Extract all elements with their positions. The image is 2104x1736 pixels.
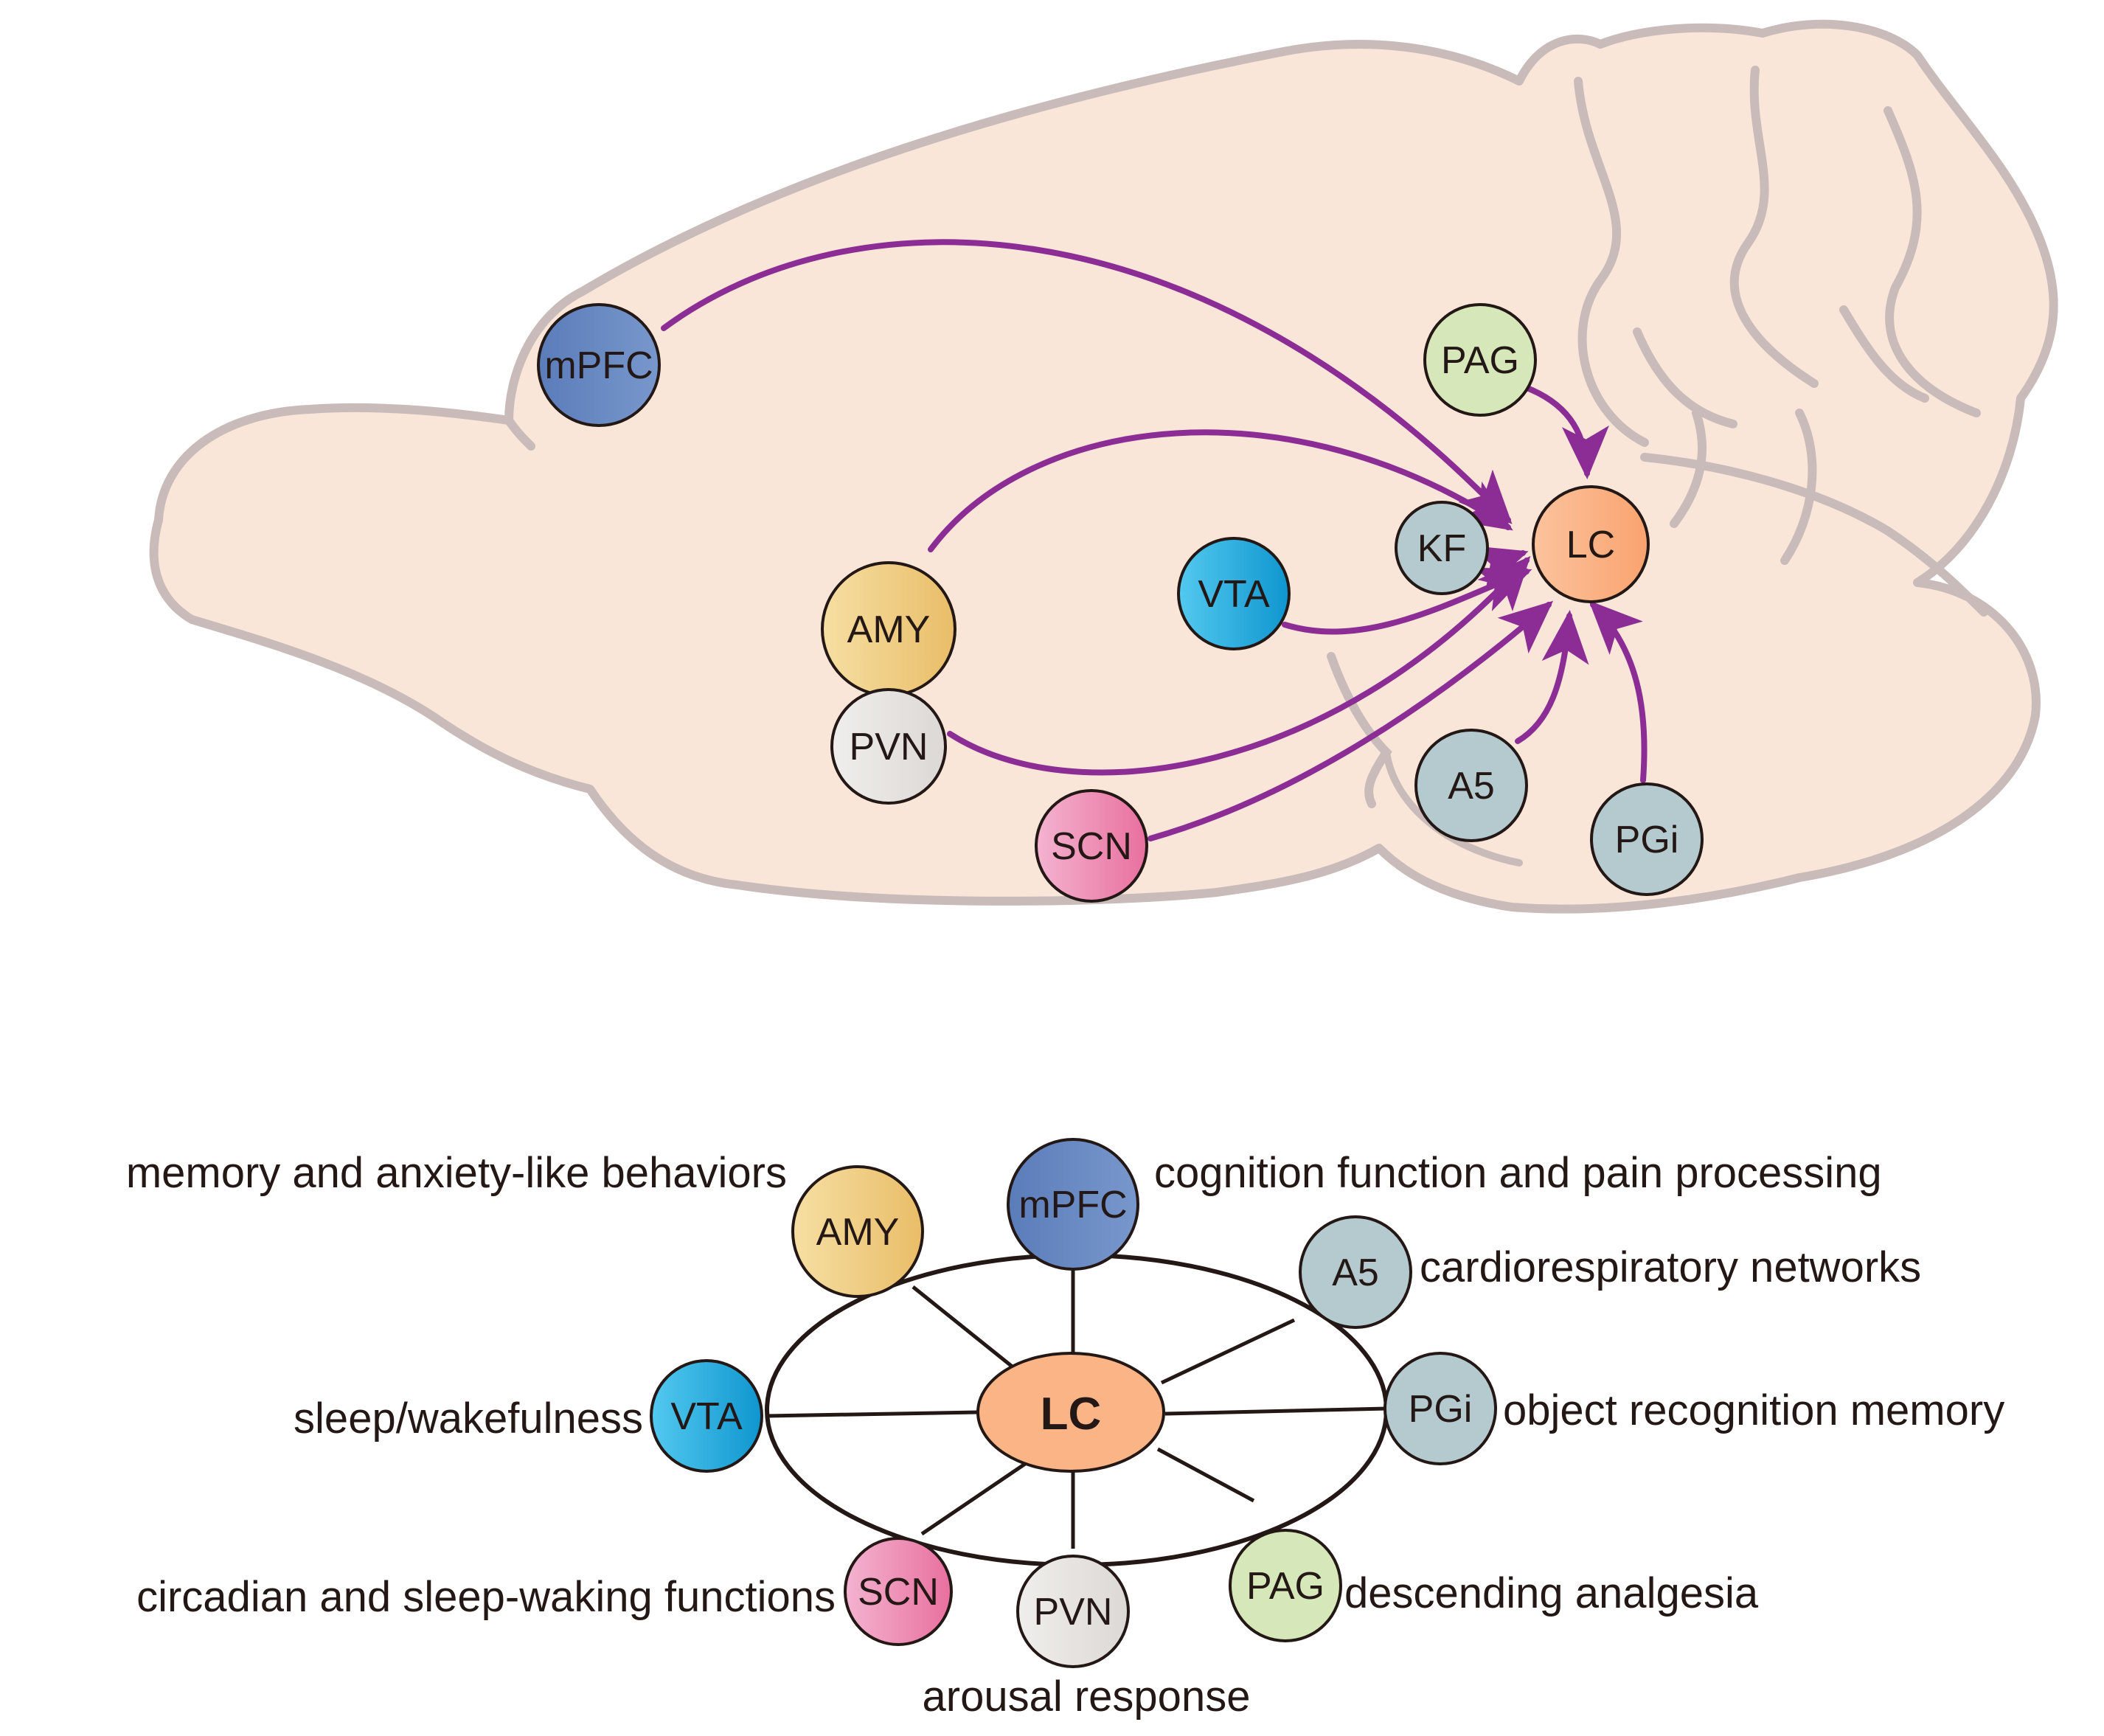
arrow-PVN-to-LC xyxy=(947,556,1531,776)
spoke-SCN xyxy=(920,1462,1027,1536)
arrow-KF-to-LC xyxy=(1471,545,1529,591)
hub-node-AMY-label: AMY xyxy=(816,1211,900,1254)
node-VTA: VTA xyxy=(1177,537,1291,650)
hub-node-mPFC-label: mPFC xyxy=(1018,1184,1127,1226)
node-mPFC: mPFC xyxy=(537,303,661,427)
node-A5-label: A5 xyxy=(1448,765,1495,808)
arrow-PGi-to-LC xyxy=(1589,600,1648,783)
node-PVN-label: PVN xyxy=(850,726,928,768)
hub-node-A5-label: A5 xyxy=(1332,1251,1379,1294)
node-SCN: SCN xyxy=(1035,789,1148,903)
brain-sagittal-section xyxy=(149,19,2058,914)
arrow-SCN-to-LC xyxy=(1148,600,1554,841)
arrow-PAG-to-LC xyxy=(1522,384,1609,479)
node-AMY: AMY xyxy=(821,561,956,697)
function-SCN: circadian and sleep-waking functions xyxy=(136,1573,836,1621)
hub-node-A5: A5 xyxy=(1299,1215,1412,1329)
hub-node-SCN: SCN xyxy=(844,1537,953,1646)
spoke-AMY xyxy=(912,1285,1015,1369)
hub-node-PGi: PGi xyxy=(1383,1352,1497,1465)
spoke-A5 xyxy=(1160,1318,1296,1385)
hub-node-PVN-label: PVN xyxy=(1034,1591,1113,1633)
hub-node-VTA-label: VTA xyxy=(670,1395,743,1438)
hub-peripheral-nodes: AMY mPFC A5 PGi PAG PVN xyxy=(650,1138,1497,1668)
node-LC-label: LC xyxy=(1566,524,1615,566)
top-region-nodes: mPFC AMY PVN SCN VTA KF LC PAG xyxy=(537,303,1704,903)
hub-spokes xyxy=(766,1270,1387,1549)
function-A5: cardiorespiratory networks xyxy=(1420,1243,1921,1291)
hub-node-PAG-label: PAG xyxy=(1246,1565,1324,1608)
spoke-PGi xyxy=(1164,1406,1387,1416)
projection-arrows xyxy=(661,239,1648,841)
node-KF: KF xyxy=(1395,501,1489,595)
node-KF-label: KF xyxy=(1417,527,1466,570)
spoke-PAG xyxy=(1156,1447,1255,1503)
hub-node-PGi-label: PGi xyxy=(1409,1388,1473,1431)
hub-node-SCN-label: SCN xyxy=(858,1571,939,1614)
hub-node-PAG: PAG xyxy=(1229,1529,1342,1642)
brain-outline xyxy=(149,19,2058,914)
function-AMY: memory and anxiety-like behaviors xyxy=(126,1149,787,1197)
hub-node-PVN: PVN xyxy=(1016,1555,1130,1668)
node-PGi-label: PGi xyxy=(1615,819,1679,861)
function-PAG: descending analgesia xyxy=(1344,1569,1759,1617)
hub-node-mPFC: mPFC xyxy=(1007,1138,1139,1271)
hub-center-LC: LC xyxy=(976,1352,1165,1473)
function-labels: memory and anxiety-like behaviors cognit… xyxy=(126,1149,2004,1721)
node-A5: A5 xyxy=(1414,729,1528,842)
spoke-VTA xyxy=(766,1410,978,1418)
node-LC: LC xyxy=(1532,485,1650,603)
node-VTA-label: VTA xyxy=(1198,573,1270,616)
node-SCN-label: SCN xyxy=(1051,825,1132,868)
node-mPFC-label: mPFC xyxy=(544,344,653,387)
node-PAG: PAG xyxy=(1423,303,1537,417)
node-AMY-label: AMY xyxy=(847,608,931,651)
lc-hub-diagram: LC AMY mPFC A5 PGi PAG xyxy=(126,1138,2004,1721)
node-PVN: PVN xyxy=(830,688,947,805)
hub-node-VTA: VTA xyxy=(650,1359,763,1473)
arrow-mPFC-to-LC xyxy=(661,239,1513,524)
olfactory-sulcus xyxy=(504,416,535,451)
brainstem-notch xyxy=(1327,652,1392,808)
arrow-A5-to-LC xyxy=(1515,610,1589,744)
function-PGi: object recognition memory xyxy=(1503,1386,2004,1434)
node-PAG-label: PAG xyxy=(1441,339,1519,382)
arrow-AMY-to-LC xyxy=(928,429,1513,552)
function-VTA: sleep/wakefulness xyxy=(294,1395,643,1442)
function-PVN: arousal response xyxy=(923,1673,1251,1721)
hub-node-AMY: AMY xyxy=(791,1165,924,1298)
function-mPFC: cognition function and pain processing xyxy=(1154,1149,1882,1197)
node-PGi: PGi xyxy=(1590,782,1704,896)
cerebellum-folia xyxy=(1574,66,1988,617)
hub-center-label: LC xyxy=(1041,1389,1102,1440)
